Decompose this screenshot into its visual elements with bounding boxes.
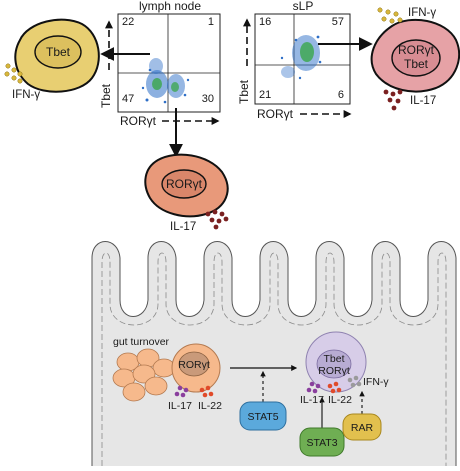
gut-right-ifng-label: IFN-γ xyxy=(363,376,389,388)
gut-left-il22-label: IL-22 xyxy=(198,400,222,412)
rorgt-cell-il17-dots xyxy=(205,209,229,230)
ln-y-axis-label: Tbet xyxy=(99,83,113,108)
stat5-label: STAT5 xyxy=(247,411,278,423)
stat3-label: STAT3 xyxy=(306,437,337,449)
double-cell-il17-dots xyxy=(383,89,403,111)
slp-title: sLP xyxy=(293,0,314,13)
gut-right-il22-dots xyxy=(327,381,342,394)
slp-x-axis-label: RORγt xyxy=(257,107,294,121)
gut-right-il17-label: IL-17 xyxy=(300,394,324,406)
lymph-node-title: lymph node xyxy=(139,0,201,13)
lymph-node-dots xyxy=(141,58,190,104)
stat3-box xyxy=(299,427,345,457)
rar-box xyxy=(342,413,382,441)
slp-q-top-right: 57 xyxy=(332,16,344,28)
gut-left-cell-nucleus-label: RORγt xyxy=(178,359,210,371)
gut-turnover-cluster xyxy=(112,348,176,402)
double-cell-cytokine-bottom: IL-17 xyxy=(410,95,436,107)
lymph-node-plot-frame xyxy=(117,13,221,113)
ln-x-axis-label: RORγt xyxy=(120,114,157,128)
gut-left-il17-label: IL-17 xyxy=(168,400,192,412)
slp-panel: sLP 16 57 21 6 Tbet RORγt xyxy=(237,0,352,121)
double-cell-ifng-dots xyxy=(377,7,403,24)
rar-label: RAR xyxy=(351,422,374,434)
tbet-cell-ifng-dots xyxy=(4,63,23,84)
gut-turnover-label: gut turnover xyxy=(113,336,170,348)
double-cell-nucleus-line2: Tbet xyxy=(404,57,429,71)
gut-left-il22-dots xyxy=(199,385,214,398)
rorgt-cell-nucleus-label: RORγt xyxy=(166,177,203,191)
slp-q-bottom-left: 21 xyxy=(259,89,271,101)
ln-q-top-left: 22 xyxy=(122,16,134,28)
double-cell-nucleus-line1: RORγt xyxy=(398,43,435,57)
gut-epithelium-inner xyxy=(101,252,447,466)
gut-right-ifng-dots xyxy=(347,375,362,388)
double-cell-nucleus xyxy=(391,39,441,77)
gut-right-cell-nucleus xyxy=(316,349,352,379)
tbet-cell-cytokine: IFN-γ xyxy=(12,89,40,101)
gut-section: gut turnover RORγt IL-17 IL-22 Tbe xyxy=(91,241,457,466)
tbet-cell-nucleus-label: Tbet xyxy=(46,45,71,59)
ln-q-bottom-left: 47 xyxy=(122,93,134,105)
double-cell-cytokine-top: IFN-γ xyxy=(408,7,436,19)
gut-left-il17-dots xyxy=(174,385,189,398)
tbet-cell-nucleus xyxy=(34,35,82,69)
gut-right-il17-dots xyxy=(306,381,321,394)
gut-right-cell-nucleus-line1: Tbet xyxy=(323,353,344,365)
gut-right-il22-label: IL-22 xyxy=(328,394,352,406)
tbet-cell: Tbet IFN-γ xyxy=(4,18,100,101)
double-cell: RORγt Tbet IFN-γ IL-17 xyxy=(370,7,460,111)
gut-lamina-propria xyxy=(92,241,456,466)
slp-dots xyxy=(280,35,322,80)
slp-q-top-left: 16 xyxy=(259,16,271,28)
gut-right-cell-nucleus-line2: RORγt xyxy=(318,365,350,377)
gut-epithelium-outline xyxy=(91,241,457,466)
ln-q-top-right: 1 xyxy=(208,16,214,28)
gut-left-cell-nucleus xyxy=(178,351,210,377)
slp-q-bottom-right: 6 xyxy=(338,89,344,101)
ln-q-bottom-right: 30 xyxy=(202,93,214,105)
lymph-node-panel: lymph node 22 1 47 30 Tbet RORγt xyxy=(99,0,221,128)
slp-y-axis-label: Tbet xyxy=(237,79,251,104)
rorgt-cell-nucleus xyxy=(161,169,207,199)
rorgt-cell-cytokine: IL-17 xyxy=(170,221,196,233)
rorgt-cell: RORγt IL-17 xyxy=(144,153,229,233)
stat5-box xyxy=(239,401,287,431)
